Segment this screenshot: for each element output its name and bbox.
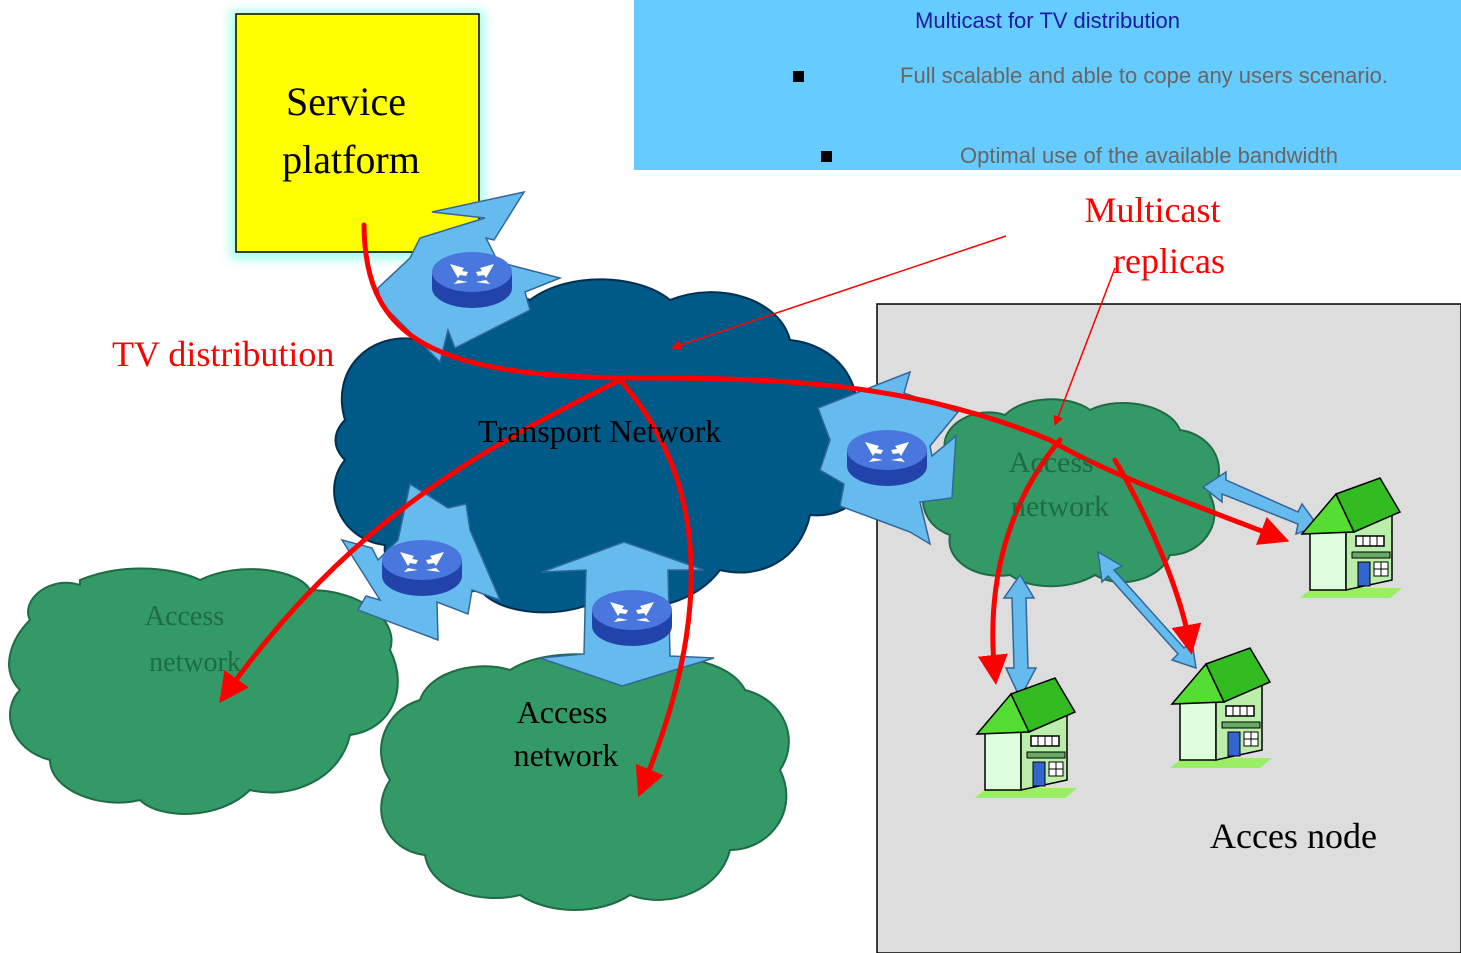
router-icon xyxy=(592,590,672,646)
bullet-text: Full scalable and able to cope any users… xyxy=(900,63,1388,88)
service-platform-box xyxy=(235,13,480,253)
info-banner: Multicast for TV distribution Full scala… xyxy=(634,0,1461,170)
multicast-replicas-label: Multicast replicas xyxy=(1085,190,1230,281)
router-icon xyxy=(432,252,512,308)
transport-network-label: Transport Network xyxy=(478,413,721,449)
access-cloud-bottom xyxy=(380,653,790,911)
banner-bullet: Optimal use of the available bandwidth xyxy=(821,143,1429,169)
bullet-square-icon xyxy=(793,71,804,82)
bullet-text: Optimal use of the available bandwidth xyxy=(960,143,1338,168)
access-network-bottom-label: Access network xyxy=(514,694,619,773)
access-cloud-left xyxy=(8,567,399,815)
tv-distribution-label: TV distribution xyxy=(112,334,334,374)
router-icon xyxy=(847,430,927,486)
multicast-flow-arrows xyxy=(219,222,1290,798)
access-network-left-label: Access network xyxy=(145,601,241,678)
banner-bullet: Full scalable and able to cope any users… xyxy=(793,60,1439,92)
pointer-line xyxy=(671,235,1007,350)
acces-node-label: Acces node xyxy=(1210,816,1377,856)
access-cloud-right xyxy=(922,398,1220,588)
router-icon xyxy=(382,540,462,596)
bullet-square-icon xyxy=(821,151,832,162)
banner-title: Multicast for TV distribution xyxy=(915,8,1180,33)
pointer-line xyxy=(1053,267,1116,426)
service-platform-label: Service platform xyxy=(282,79,420,182)
access-network-right-label: Access network xyxy=(1009,446,1109,523)
